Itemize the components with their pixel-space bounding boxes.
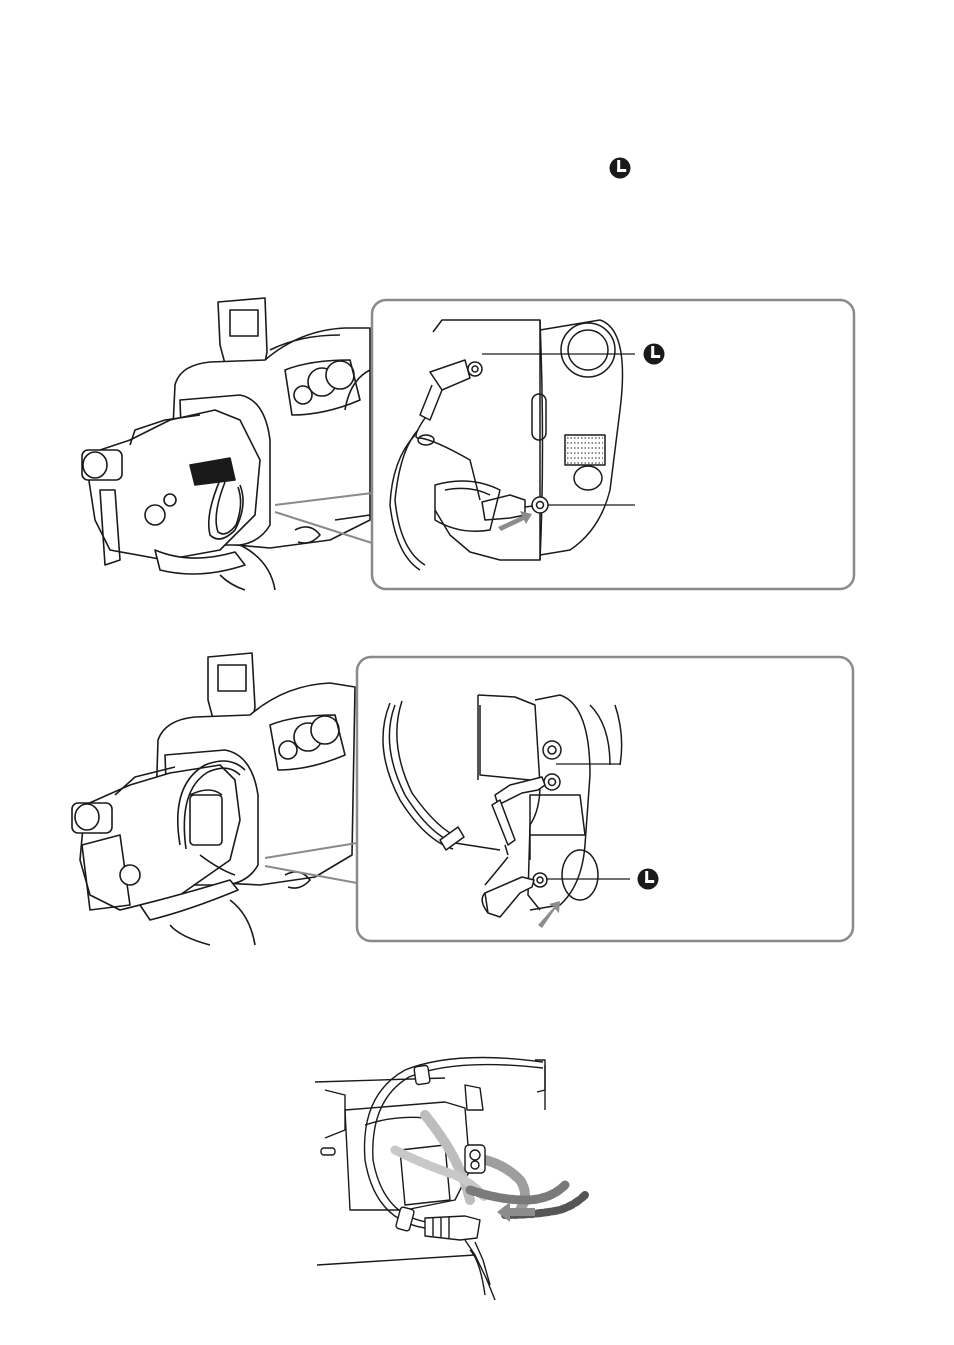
lanc-remote-symbol-icon — [609, 157, 631, 179]
figure-1 — [70, 290, 870, 600]
callout-2-lanc-symbol-icon — [637, 868, 659, 890]
callout-1-lanc-symbol-icon — [643, 343, 665, 365]
figure-3 — [305, 1050, 605, 1300]
figure-2 — [60, 645, 870, 955]
